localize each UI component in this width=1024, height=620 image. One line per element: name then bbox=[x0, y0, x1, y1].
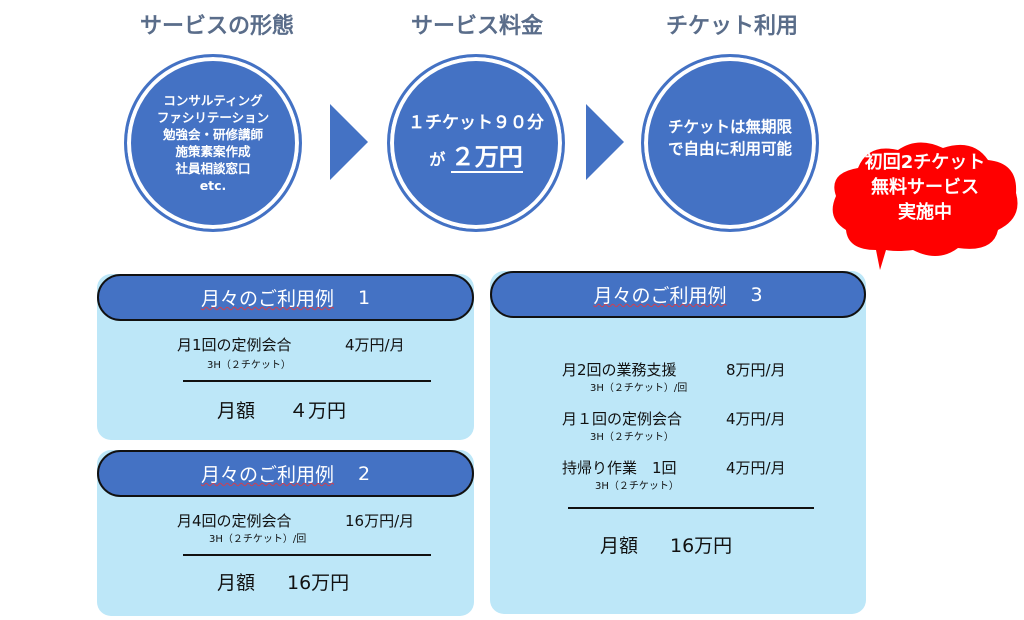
service-item: 勉強会・研修講師 bbox=[162, 127, 263, 142]
promo-line: 初回2チケット bbox=[864, 152, 986, 173]
service-item: etc. bbox=[199, 178, 227, 193]
example-card-3: 月々のご利用例 3 月2回の業務支援 8万円/月 3H（２チケット）/回 月１回の… bbox=[490, 271, 866, 614]
example-header: 月々のご利用例 1 bbox=[97, 274, 474, 321]
example-header-label: 月々のご利用例 bbox=[593, 285, 727, 307]
item-name: 月1回の定例会合 bbox=[177, 336, 292, 354]
total-value: ４万円 bbox=[289, 400, 347, 422]
example-header: 月々のご利用例 3 bbox=[490, 271, 866, 318]
arrow-right-icon bbox=[330, 104, 368, 180]
service-item: 社員相談窓口 bbox=[175, 161, 251, 176]
step-title-ticket-use: チケット利用 bbox=[665, 14, 798, 39]
ticket-line: で自由に利用可能 bbox=[667, 140, 792, 158]
divider bbox=[183, 554, 431, 556]
item-name: 月2回の業務支援 bbox=[562, 361, 677, 379]
item-name: 持帰り作業 1回 bbox=[562, 459, 677, 477]
promo-line: 実施中 bbox=[898, 202, 952, 223]
price-prefix: が bbox=[429, 150, 446, 169]
item-note: 3H（２チケット）/回 bbox=[209, 534, 307, 545]
ticket-line: チケットは無期限 bbox=[667, 118, 792, 136]
item-price: 4万円/月 bbox=[345, 336, 405, 354]
service-item: ファシリテーション bbox=[156, 110, 270, 125]
total-label: 月額 bbox=[600, 535, 639, 557]
example-card-1: 月々のご利用例 1 月1回の定例会合 4万円/月 3H（２チケット） 月額 ４万円 bbox=[97, 274, 474, 440]
price-circle: １チケット９０分 が ２万円 bbox=[387, 54, 565, 232]
example-header: 月々のご利用例 2 bbox=[97, 450, 474, 497]
arrow-right-icon bbox=[586, 104, 624, 180]
total-label: 月額 bbox=[217, 400, 256, 422]
example-header-label: 月々のご利用例 bbox=[200, 464, 334, 486]
promo-text: 初回2チケット 無料サービス 実施中 bbox=[840, 150, 1010, 225]
service-item: コンサルティング bbox=[163, 93, 263, 108]
service-form-circle: コンサルティング ファシリテーション 勉強会・研修講師 施策素案作成 社員相談窓… bbox=[124, 54, 302, 232]
total-label: 月額 bbox=[217, 572, 256, 594]
divider bbox=[568, 507, 814, 509]
total-value: 16万円 bbox=[287, 572, 350, 594]
item-note: 3H（２チケット） bbox=[595, 481, 679, 492]
example-number: 1 bbox=[357, 286, 371, 309]
step-title-service-form: サービスの形態 bbox=[139, 14, 294, 39]
example-header-label: 月々のご利用例 bbox=[200, 288, 334, 310]
promo-line: 無料サービス bbox=[871, 177, 979, 198]
step-title-price: サービス料金 bbox=[410, 14, 543, 39]
item-note: 3H（２チケット） bbox=[207, 360, 291, 371]
price-value: ２万円 bbox=[450, 143, 523, 173]
promo-cloud-badge bbox=[832, 142, 1018, 270]
item-name: 月4回の定例会合 bbox=[177, 512, 292, 530]
item-name: 月１回の定例会合 bbox=[562, 410, 683, 428]
ticket-use-circle: チケットは無期限 で自由に利用可能 bbox=[641, 54, 819, 232]
price-line: １チケット９０分 bbox=[408, 113, 544, 133]
item-price: 4万円/月 bbox=[726, 459, 786, 477]
service-item: 施策素案作成 bbox=[175, 144, 251, 159]
divider bbox=[183, 380, 431, 382]
item-note: 3H（２チケット）/回 bbox=[590, 383, 688, 394]
price-line-2: が ２万円 bbox=[429, 137, 523, 173]
item-price: 4万円/月 bbox=[726, 410, 786, 428]
total-value: 16万円 bbox=[670, 535, 733, 557]
item-price: 16万円/月 bbox=[345, 512, 415, 530]
example-number: 2 bbox=[357, 462, 371, 485]
example-number: 3 bbox=[750, 283, 763, 306]
item-note: 3H（２チケット） bbox=[590, 432, 674, 443]
item-price: 8万円/月 bbox=[726, 361, 786, 379]
